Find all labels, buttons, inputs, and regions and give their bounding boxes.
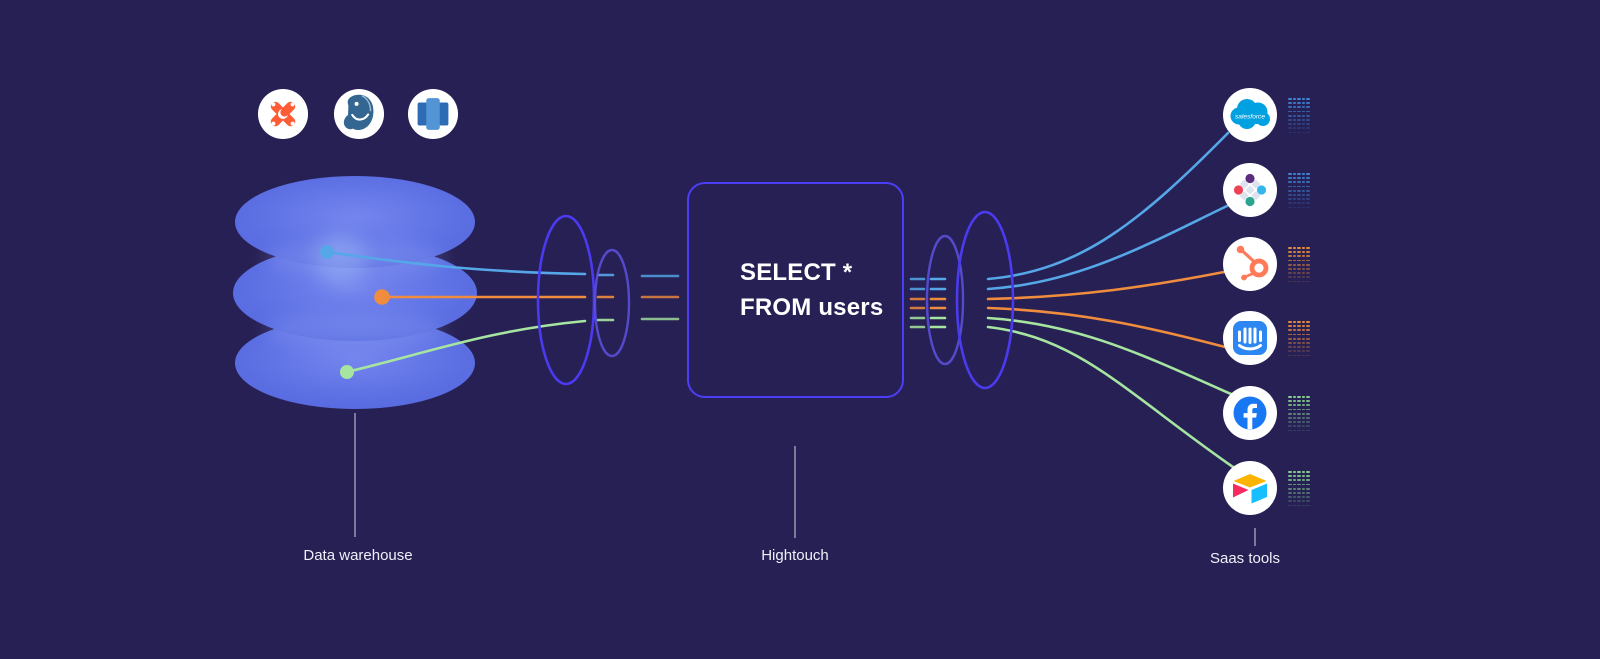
hubspot-data-grid — [1288, 247, 1311, 283]
intercom-icon — [1223, 311, 1277, 365]
salesforce-data-grid — [1288, 98, 1311, 134]
iterable-data-grid — [1288, 173, 1311, 209]
airtable-data-grid — [1288, 471, 1311, 507]
warehouse-cylinder — [233, 176, 477, 409]
db-glow-2 — [263, 314, 447, 346]
dbt-icon — [257, 88, 309, 140]
right-flow-dashes — [909, 277, 947, 329]
hightouch-label: Hightouch — [761, 547, 829, 564]
fan-line-iterable — [986, 204, 1229, 291]
fan-line-facebook — [986, 316, 1233, 396]
saas-label: Saas tools — [1209, 550, 1281, 567]
lens-left-outer — [536, 214, 596, 386]
facebook-data-grid — [1288, 396, 1311, 432]
fan-line-airtable — [986, 325, 1235, 469]
warehouse-label: Data warehouse — [303, 547, 413, 564]
hubspot-icon — [1223, 237, 1277, 291]
db-disc-top — [235, 176, 475, 268]
flow-line-green-left — [345, 319, 587, 374]
data-dot-blue — [320, 245, 334, 259]
lens-right-outer — [955, 210, 1015, 390]
fan-line-intercom — [986, 306, 1227, 349]
intercom-data-grid — [1288, 321, 1311, 357]
fanout-lines — [986, 131, 1235, 469]
fan-line-hubspot — [986, 270, 1226, 301]
data-dot-green — [340, 365, 354, 379]
amazon-redshift-icon — [407, 88, 459, 140]
lens-right-inner — [925, 234, 965, 366]
salesforce-icon: salesforce — [1223, 88, 1277, 142]
flow-line-blue-left — [325, 250, 587, 276]
salesforce-wordmark: salesforce — [1235, 114, 1265, 121]
left-flow-lines — [325, 250, 680, 374]
query-line-2: FROM users — [740, 294, 884, 321]
db-glow-dot — [314, 234, 366, 286]
query-box: SELECT * FROM users — [687, 182, 904, 398]
query-line-1: SELECT * — [740, 259, 853, 286]
fan-line-salesforce — [986, 131, 1230, 281]
airtable-icon — [1223, 461, 1277, 515]
iterable-icon — [1223, 163, 1277, 217]
lens-left-inner — [593, 248, 631, 358]
data-dot-orange — [374, 289, 390, 305]
facebook-icon — [1223, 386, 1277, 440]
postgresql-icon — [333, 88, 385, 140]
